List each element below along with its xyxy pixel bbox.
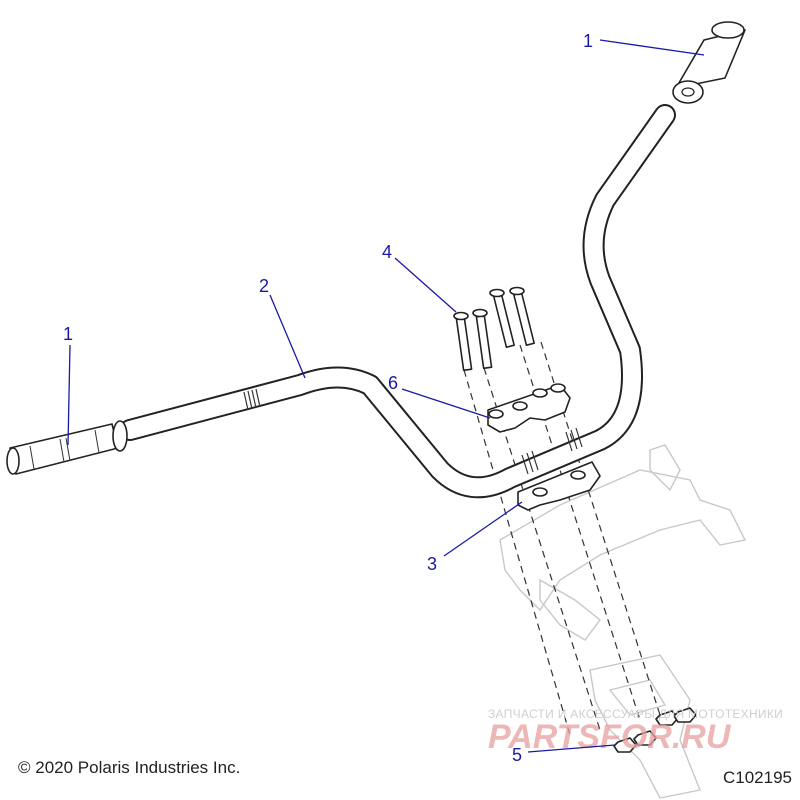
callout-bolts: 4 [382, 242, 392, 262]
nuts [613, 707, 697, 753]
copyright-text: © 2020 Polaris Industries Inc. [18, 758, 241, 777]
callout-grip-left: 1 [63, 324, 73, 344]
watermark-tagline: ЗАПЧАСТИ И АКСЕССУАРЫ ДЛЯ МОТОТЕХНИКИ [488, 707, 783, 721]
callout-labels: 1 1 2 4 6 3 5 [63, 31, 593, 765]
left-grip [6, 420, 128, 475]
callout-lower-clamp: 3 [427, 554, 437, 574]
watermark-brand: PARTSFOR.RU [488, 718, 732, 756]
lower-clamp [517, 461, 601, 511]
callout-grip-right: 1 [583, 31, 593, 51]
callout-nuts: 5 [512, 745, 522, 765]
callout-handlebar: 2 [259, 276, 269, 296]
handlebar [119, 104, 676, 499]
leader-lines [67, 39, 705, 753]
watermark: ЗАПЧАСТИ И АКСЕССУАРЫ ДЛЯ МОТОТЕХНИКИ PA… [488, 707, 783, 756]
figure-id: C102195 [722, 768, 792, 787]
right-grip [672, 21, 746, 104]
callout-upper-clamp: 6 [388, 373, 398, 393]
upper-clamp [487, 383, 571, 433]
mounting-bracket-ghost [499, 444, 747, 799]
bolts [453, 286, 535, 372]
